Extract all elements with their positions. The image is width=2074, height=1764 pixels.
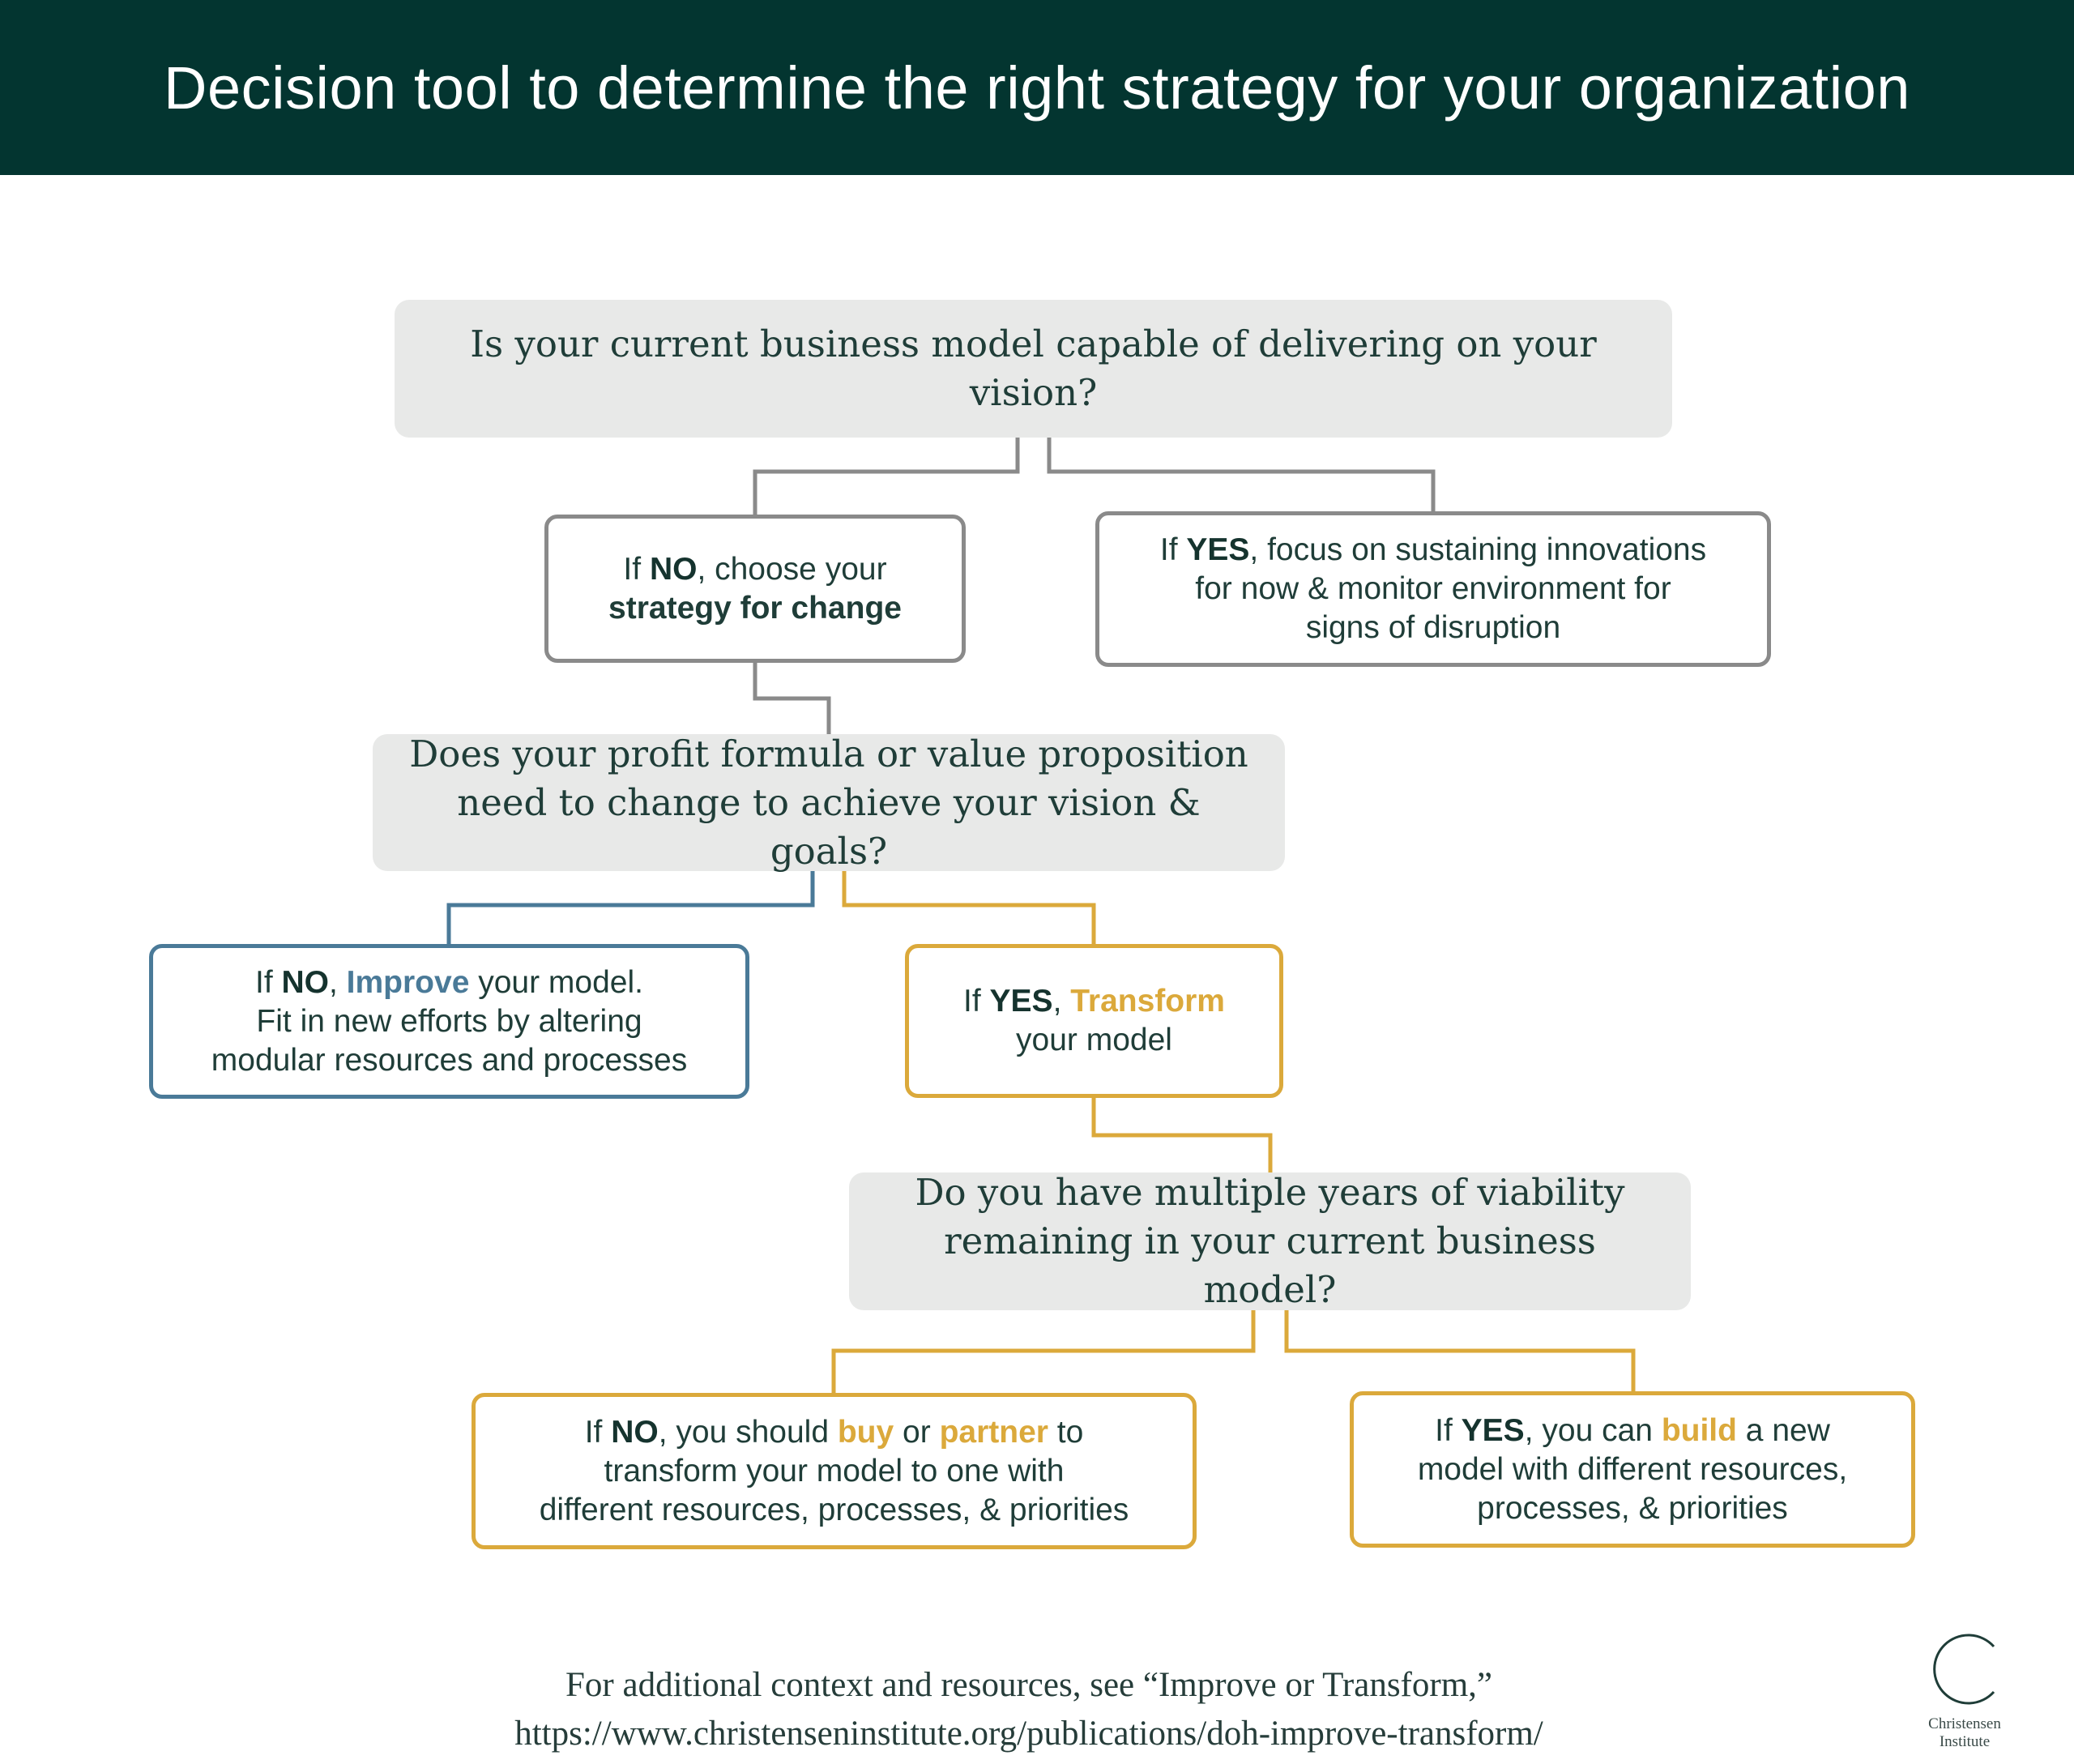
answer-yes-build: If YES, you can build a new model with d… bbox=[1350, 1391, 1915, 1548]
question-business-model: Is your current business model capable o… bbox=[395, 300, 1672, 438]
question-profit-formula: Does your profit formula or value propos… bbox=[373, 733, 1285, 873]
logo-line: Institute bbox=[1939, 1733, 1991, 1750]
christensen-logo: Christensen Institute bbox=[1896, 1629, 2033, 1758]
connector-a2-q3 bbox=[1091, 1098, 1273, 1172]
footer-note: For additional context and resources, se… bbox=[340, 1661, 1718, 1758]
answer-no-buy-or-partner: If NO, you should buy or partner to tran… bbox=[472, 1393, 1197, 1549]
question-viability: Do you have multiple years of viability … bbox=[849, 1171, 1691, 1311]
connector-q3-no bbox=[831, 1310, 1256, 1393]
logo-line: Christensen bbox=[1928, 1715, 2001, 1732]
page-title: Decision tool to determine the right str… bbox=[0, 0, 2074, 175]
footer-link[interactable]: https://www.christenseninstitute.org/pub… bbox=[514, 1715, 1543, 1753]
connector-a1-q2 bbox=[753, 663, 831, 734]
answer-yes-sustaining-innovations: If YES, focus on sustaining innovations … bbox=[1095, 511, 1771, 667]
connector-q1-yes bbox=[1047, 438, 1436, 511]
crescent-logo-icon bbox=[1933, 1634, 1995, 1705]
connector-q2-yes bbox=[842, 871, 1096, 944]
connector-q2-no bbox=[446, 871, 815, 944]
connector-q1-no bbox=[753, 438, 1020, 515]
answer-no-improve: If NO, Improve your model. Fit in new ef… bbox=[149, 944, 749, 1099]
answer-yes-transform: If YES, Transform your model bbox=[905, 944, 1283, 1098]
connector-q3-yes bbox=[1284, 1310, 1636, 1391]
footer-line: For additional context and resources, se… bbox=[565, 1666, 1492, 1704]
answer-no-strategy-for-change: If NO, choose your strategy for change bbox=[544, 515, 966, 663]
